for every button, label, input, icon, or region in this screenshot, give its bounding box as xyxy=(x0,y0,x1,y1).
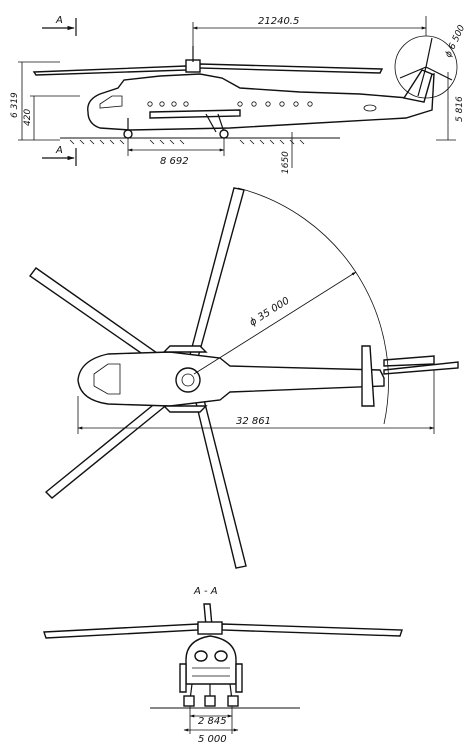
cabin-windows xyxy=(147,101,313,107)
dim-height-total: 6 319 xyxy=(10,92,20,118)
fuselage-side xyxy=(87,73,435,131)
dim-rotor-dia: ϕ 35 000 xyxy=(248,295,292,328)
tail-rotor-blades xyxy=(399,37,453,97)
side-view: A A xyxy=(10,15,467,174)
stub-wing-top-left xyxy=(162,345,208,353)
cockpit-window xyxy=(99,95,123,109)
section-mark-top: A xyxy=(42,15,77,36)
main-rotor-blade-side xyxy=(32,65,190,76)
dim-ground-clear: 1650 xyxy=(281,151,291,174)
dim-track-outer: 5 000 xyxy=(198,734,227,745)
rotor-blade-front-right xyxy=(221,623,403,637)
main-rotor-blade-side-right xyxy=(196,63,384,74)
rotor-blade-front-left xyxy=(43,623,199,639)
front-view-title: A - A xyxy=(193,586,218,597)
stub-wing-top-right xyxy=(162,405,208,413)
top-view: ϕ 35 000 32 861 xyxy=(29,187,459,569)
tail-marking xyxy=(363,104,377,112)
cockpit-top xyxy=(93,363,121,395)
tail-rotor-top-2 xyxy=(383,361,459,375)
blade-top-1 xyxy=(185,187,245,373)
wheel-front-right xyxy=(227,695,239,707)
nose-wheel-front xyxy=(204,695,216,707)
section-mark-top-label: A xyxy=(55,15,63,26)
horizontal-stabilizer xyxy=(361,345,375,407)
rotor-hub-top xyxy=(175,367,201,393)
engine-intake-left xyxy=(194,650,208,662)
dim-rotor-to-tail: 21240.5 xyxy=(258,16,299,27)
engine-intake-right xyxy=(214,650,228,662)
dim-tail-height: 5 816 xyxy=(455,96,465,122)
dim-length: 32 861 xyxy=(236,416,271,427)
dim-wheelbase: 8 692 xyxy=(160,156,189,167)
tail-rotor-top-1 xyxy=(383,355,435,367)
rotor-disc-arc xyxy=(237,187,389,425)
dim-track-inner: 2 845 xyxy=(198,716,227,727)
dim-tail-rotor-dia: ϕ 6 500 xyxy=(444,23,468,59)
section-mark-bottom: A xyxy=(42,145,77,166)
fuselage-top xyxy=(77,351,385,407)
main-wheel xyxy=(219,129,229,139)
stub-wing-side xyxy=(149,109,241,119)
rotor-hub-front xyxy=(197,621,223,635)
dim-height-low: 420 xyxy=(23,109,33,126)
wheel-front-left xyxy=(183,695,195,707)
nose-wheel xyxy=(123,129,133,139)
section-mark-bottom-label: A xyxy=(55,145,63,156)
front-view: A - A 2 845 5 000 xyxy=(43,586,403,745)
fuselage-front xyxy=(185,635,237,685)
